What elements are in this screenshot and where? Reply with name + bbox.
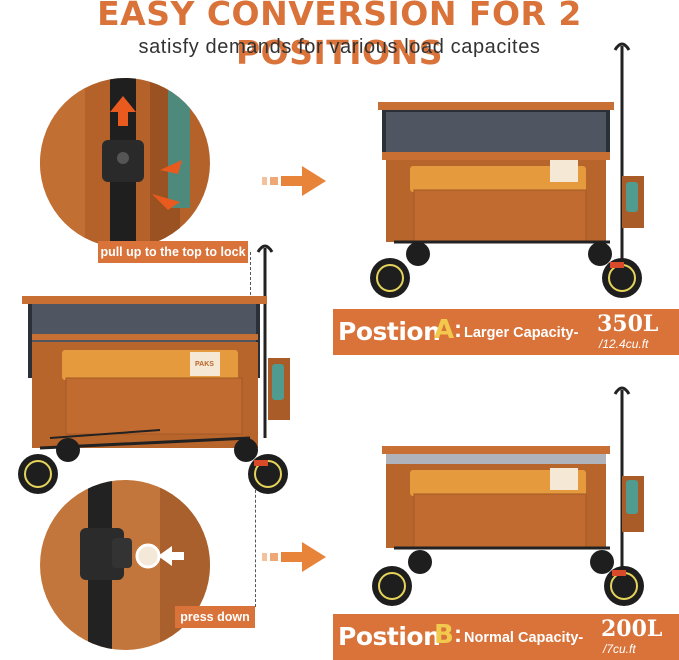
position-b-volume: 200L (601, 616, 663, 642)
position-b-colon: : (454, 621, 462, 648)
wagon-image-position-a (370, 42, 644, 298)
left-arrow-icon (158, 546, 184, 566)
position-a-banner: Postion A : Larger Capacity- 350L /12.4c… (333, 309, 679, 355)
position-b-cubic-feet: /7cu.ft (603, 642, 636, 656)
connector-line-top (250, 252, 251, 300)
position-b-capacity-label: Normal Capacity- (464, 630, 584, 646)
arrow-right-icon (262, 166, 326, 196)
page-title: EASY CONVERSION FOR 2 POSITIONS (97, 0, 582, 72)
up-arrow-icon (110, 96, 136, 126)
page-subtitle: satisfy demands for various load capacit… (138, 36, 541, 58)
position-a-cubic-feet: /12.4cu.ft (599, 337, 649, 351)
position-a-letter: A (434, 315, 455, 345)
arrow-right-icon (262, 542, 326, 572)
press-down-label: press down (175, 606, 255, 628)
brand-badge: PAKS (195, 361, 214, 368)
position-b-banner: Postion B : Normal Capacity- 200L /7cu.f… (333, 614, 679, 660)
position-a-volume: 350L (597, 311, 659, 337)
position-b-letter: B (434, 620, 454, 650)
position-a-word: Postion (338, 317, 441, 346)
position-a-colon: : (454, 316, 462, 343)
wagon-image-position-b (372, 386, 644, 606)
position-b-word: Postion (338, 622, 441, 651)
pull-up-label: pull up to the top to lock (98, 241, 248, 263)
pull-up-detail-photo (40, 78, 210, 248)
connector-line-bottom (255, 465, 256, 607)
position-a-capacity-label: Larger Capacity- (464, 325, 579, 341)
wagon-image-transition: PAKS (18, 244, 290, 494)
